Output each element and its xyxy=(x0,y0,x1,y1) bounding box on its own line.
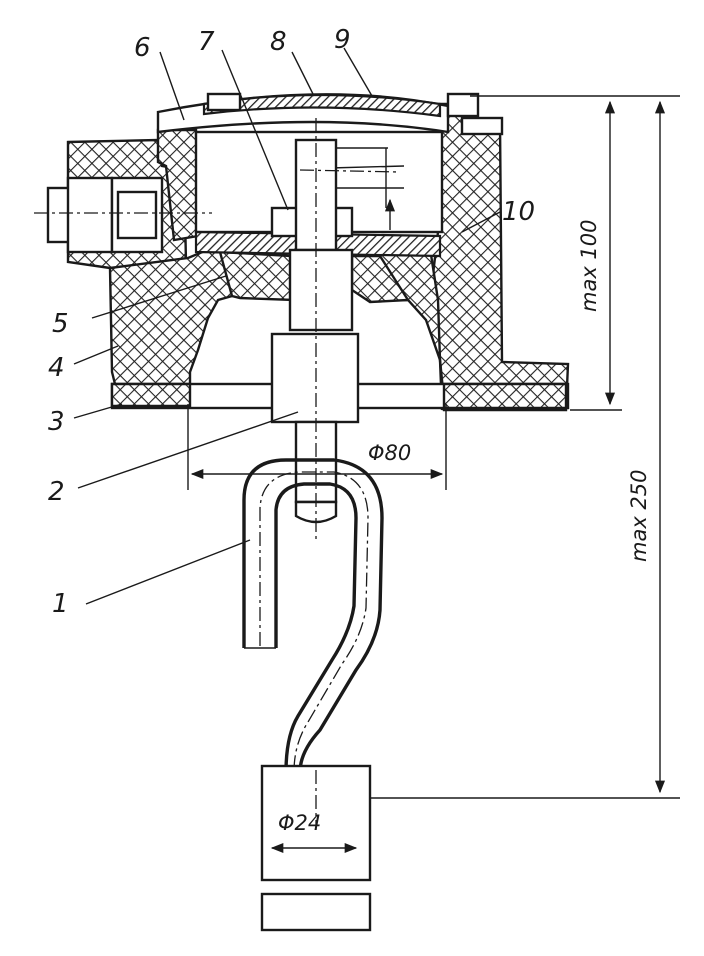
label-part-8: 8 xyxy=(270,27,287,57)
clamp-bolt xyxy=(34,176,212,254)
dim-height-upper: max 100 xyxy=(577,219,601,312)
hook-conductor xyxy=(242,458,384,773)
dim-lug-diameter: Φ24 xyxy=(278,811,321,835)
dim-height-total: max 250 xyxy=(627,469,651,562)
cable-lug xyxy=(260,764,372,932)
label-part-7: 7 xyxy=(198,27,215,57)
label-part-1: 1 xyxy=(52,589,69,619)
label-part-6: 6 xyxy=(134,33,151,63)
part-labels: 6 7 8 9 10 5 4 3 2 1 xyxy=(48,25,535,619)
label-part-9: 9 xyxy=(334,25,351,55)
central-stud xyxy=(270,118,401,540)
dimension-labels: max 100 max 250 Φ80 Φ24 xyxy=(278,219,651,835)
dimension-lines xyxy=(187,95,680,799)
label-part-10: 10 xyxy=(502,197,535,227)
label-part-2: 2 xyxy=(48,477,65,507)
label-part-3: 3 xyxy=(48,407,65,437)
label-part-5: 5 xyxy=(52,309,69,339)
dim-body-diameter: Φ80 xyxy=(368,441,411,465)
cover-cap xyxy=(156,92,504,136)
leader-lines xyxy=(73,47,501,605)
label-part-4: 4 xyxy=(48,353,65,383)
